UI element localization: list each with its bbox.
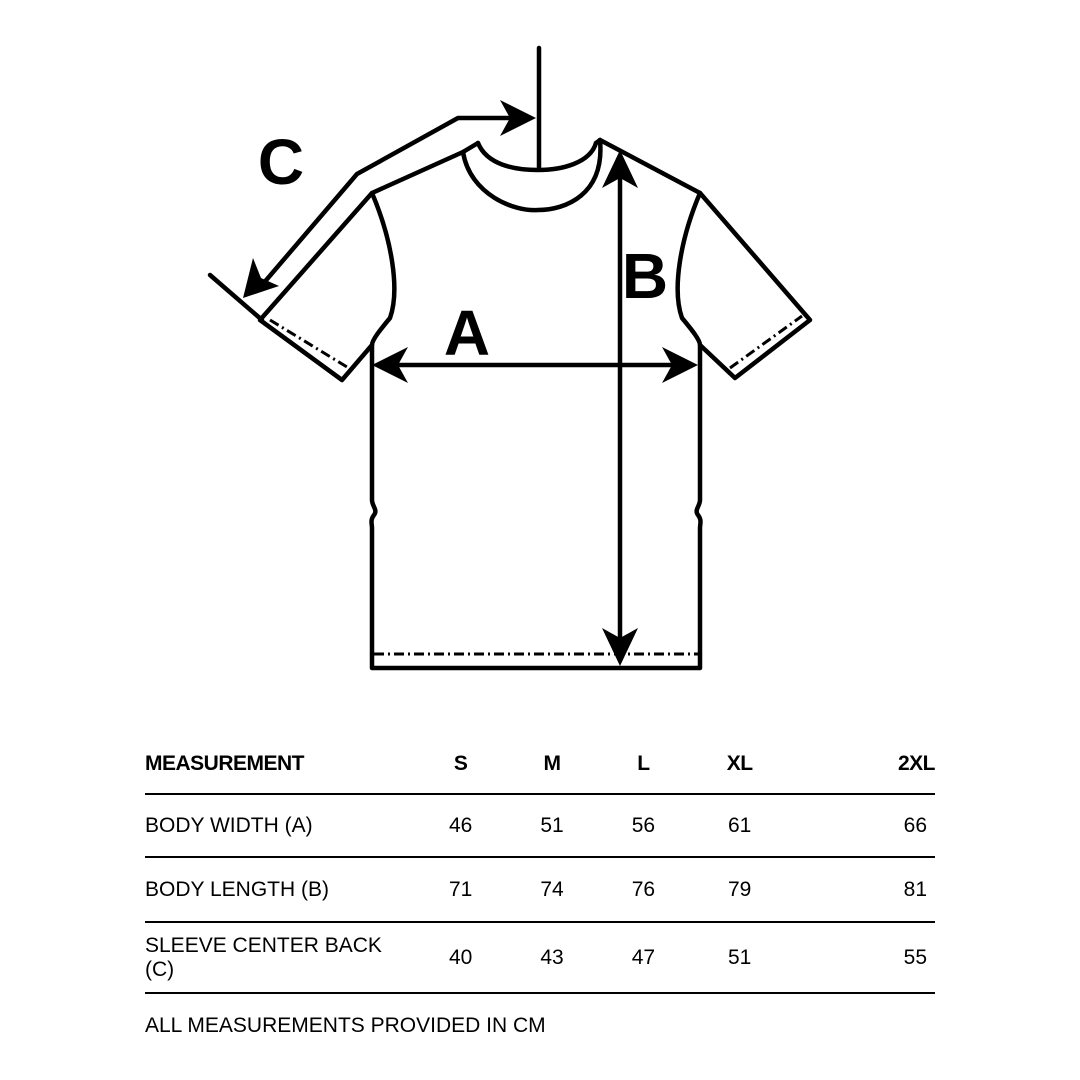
- header-size-s: S: [415, 735, 507, 795]
- table-row: BODY LENGTH (B) 71 74 76 79 81: [145, 857, 935, 923]
- header-size-m: M: [506, 735, 598, 795]
- dimension-b-label: B: [622, 240, 668, 312]
- dimension-c-line: [259, 115, 515, 288]
- header-size-2xl: 2XL: [790, 735, 935, 795]
- cell-value: 76: [597, 857, 690, 923]
- cell-value: 40: [415, 922, 507, 994]
- cell-value: 55: [790, 922, 935, 994]
- sleeve-extension-line: [207, 272, 265, 323]
- table-header-row: MEASUREMENT S M L XL 2XL: [145, 735, 935, 795]
- left-sleeve: [257, 190, 375, 383]
- right-sleeve: [697, 190, 813, 381]
- cell-value: 71: [415, 857, 507, 923]
- collar-outer: [460, 137, 603, 213]
- row-label: SLEEVE CENTER BACK (C): [145, 922, 415, 994]
- units-footnote: ALL MEASUREMENTS PROVIDED IN CM: [145, 1014, 546, 1037]
- right-sleeve-stitch: [729, 314, 803, 370]
- dimension-a: A: [372, 297, 698, 383]
- dimension-a-right-arrowhead: [662, 347, 698, 383]
- dimension-c: C: [207, 45, 542, 323]
- dimension-a-left-arrowhead: [372, 347, 408, 383]
- cell-value: 61: [689, 794, 791, 858]
- tshirt-outline: [257, 137, 813, 671]
- size-chart-table: MEASUREMENT S M L XL 2XL BODY WIDTH (A) …: [145, 735, 935, 994]
- dimension-b: B: [602, 150, 668, 666]
- header-size-l: L: [597, 735, 690, 795]
- tshirt-measurement-diagram: A B C: [207, 45, 813, 671]
- row-label: BODY WIDTH (A): [145, 794, 415, 858]
- cell-value: 47: [597, 922, 690, 994]
- table-row: BODY WIDTH (A) 46 51 56 61 66: [145, 794, 935, 858]
- dimension-b-top-arrowhead: [602, 150, 638, 188]
- cell-value: 74: [506, 857, 598, 923]
- cell-value: 79: [689, 857, 791, 923]
- cell-value: 51: [506, 794, 598, 858]
- dimension-c-top-arrowhead: [500, 100, 536, 136]
- table-row: SLEEVE CENTER BACK (C) 40 43 47 51 55: [145, 922, 935, 994]
- left-sleeve-stitch: [269, 318, 348, 369]
- row-label: BODY LENGTH (B): [145, 857, 415, 923]
- dimension-c-bottom-arrowhead: [243, 258, 279, 298]
- header-size-xl: XL: [689, 735, 791, 795]
- collar-top: [460, 137, 603, 155]
- cell-value: 56: [597, 794, 690, 858]
- dimension-b-bottom-arrowhead: [602, 628, 638, 666]
- cell-value: 46: [415, 794, 507, 858]
- dimension-a-label: A: [444, 297, 490, 369]
- cell-value: 43: [506, 922, 598, 994]
- cell-value: 81: [790, 857, 935, 923]
- cell-value: 51: [689, 922, 791, 994]
- cell-value: 66: [790, 794, 935, 858]
- tshirt-body: [369, 137, 703, 671]
- dimension-c-label: C: [258, 126, 304, 198]
- header-measurement: MEASUREMENT: [145, 735, 415, 795]
